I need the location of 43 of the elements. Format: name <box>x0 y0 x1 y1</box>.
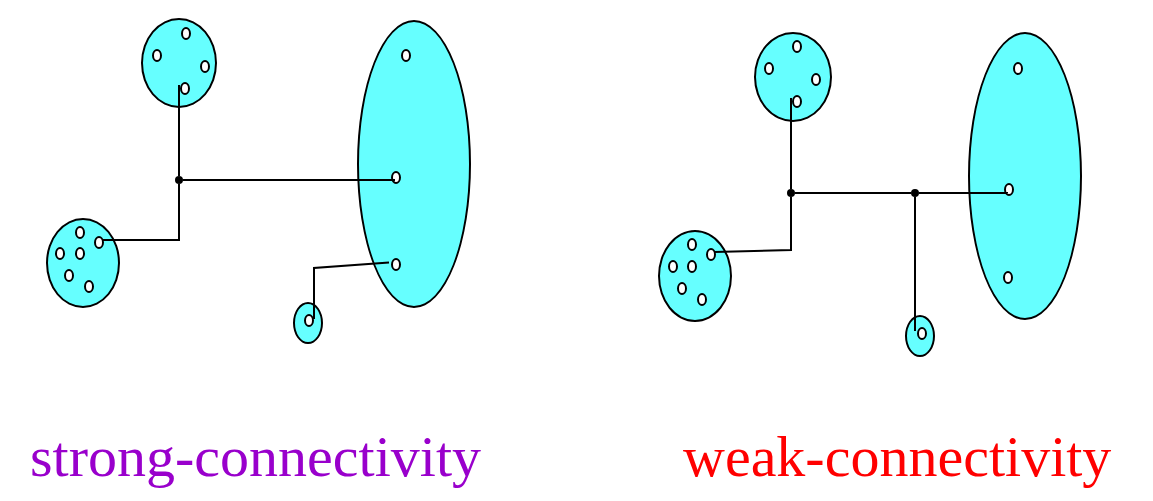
connector-line <box>182 179 395 183</box>
vertex-circle <box>304 313 314 327</box>
vertex-circle <box>764 61 774 75</box>
vertex-circle <box>94 235 104 249</box>
vertex-circle <box>84 279 94 293</box>
vertex-circle <box>1004 182 1014 196</box>
connector-line <box>794 192 912 194</box>
junction-dot <box>175 176 183 184</box>
junction-dot <box>787 189 795 197</box>
vertex-circle <box>811 72 821 86</box>
vertex-circle <box>792 39 802 53</box>
vertex-circle <box>55 246 65 260</box>
connector-line <box>101 183 180 241</box>
vertex-circle <box>697 292 707 306</box>
vertex-circle <box>668 259 678 273</box>
vertex-circle <box>677 281 687 295</box>
vertex-circle <box>75 225 85 239</box>
vertex-circle <box>152 48 162 62</box>
vertex-circle <box>917 326 927 340</box>
vertex-circle <box>687 259 697 273</box>
vertex-circle <box>706 247 716 261</box>
vertex-circle <box>391 170 401 184</box>
vertex-circle <box>181 26 191 40</box>
cluster-ellipse <box>293 302 323 344</box>
vertex-circle <box>1013 61 1023 75</box>
connector-line <box>713 196 792 253</box>
vertex-circle <box>75 246 85 260</box>
vertex-circle <box>200 59 210 73</box>
vertex-circle <box>64 268 74 282</box>
connector-line <box>914 196 916 332</box>
connector-line <box>177 85 180 177</box>
diagram-caption: weak-connectivity <box>683 425 1112 489</box>
vertex-circle <box>1003 270 1013 284</box>
junction-dot <box>911 189 919 197</box>
diagram-caption: strong-connectivity <box>30 425 481 489</box>
cluster-ellipse <box>905 315 935 357</box>
vertex-circle <box>401 48 411 62</box>
vertex-circle <box>180 81 190 95</box>
vertex-circle <box>792 94 802 108</box>
connector-line <box>789 98 792 190</box>
vertex-circle <box>687 237 697 251</box>
vertex-circle <box>391 257 401 271</box>
connector-line <box>918 192 1008 195</box>
